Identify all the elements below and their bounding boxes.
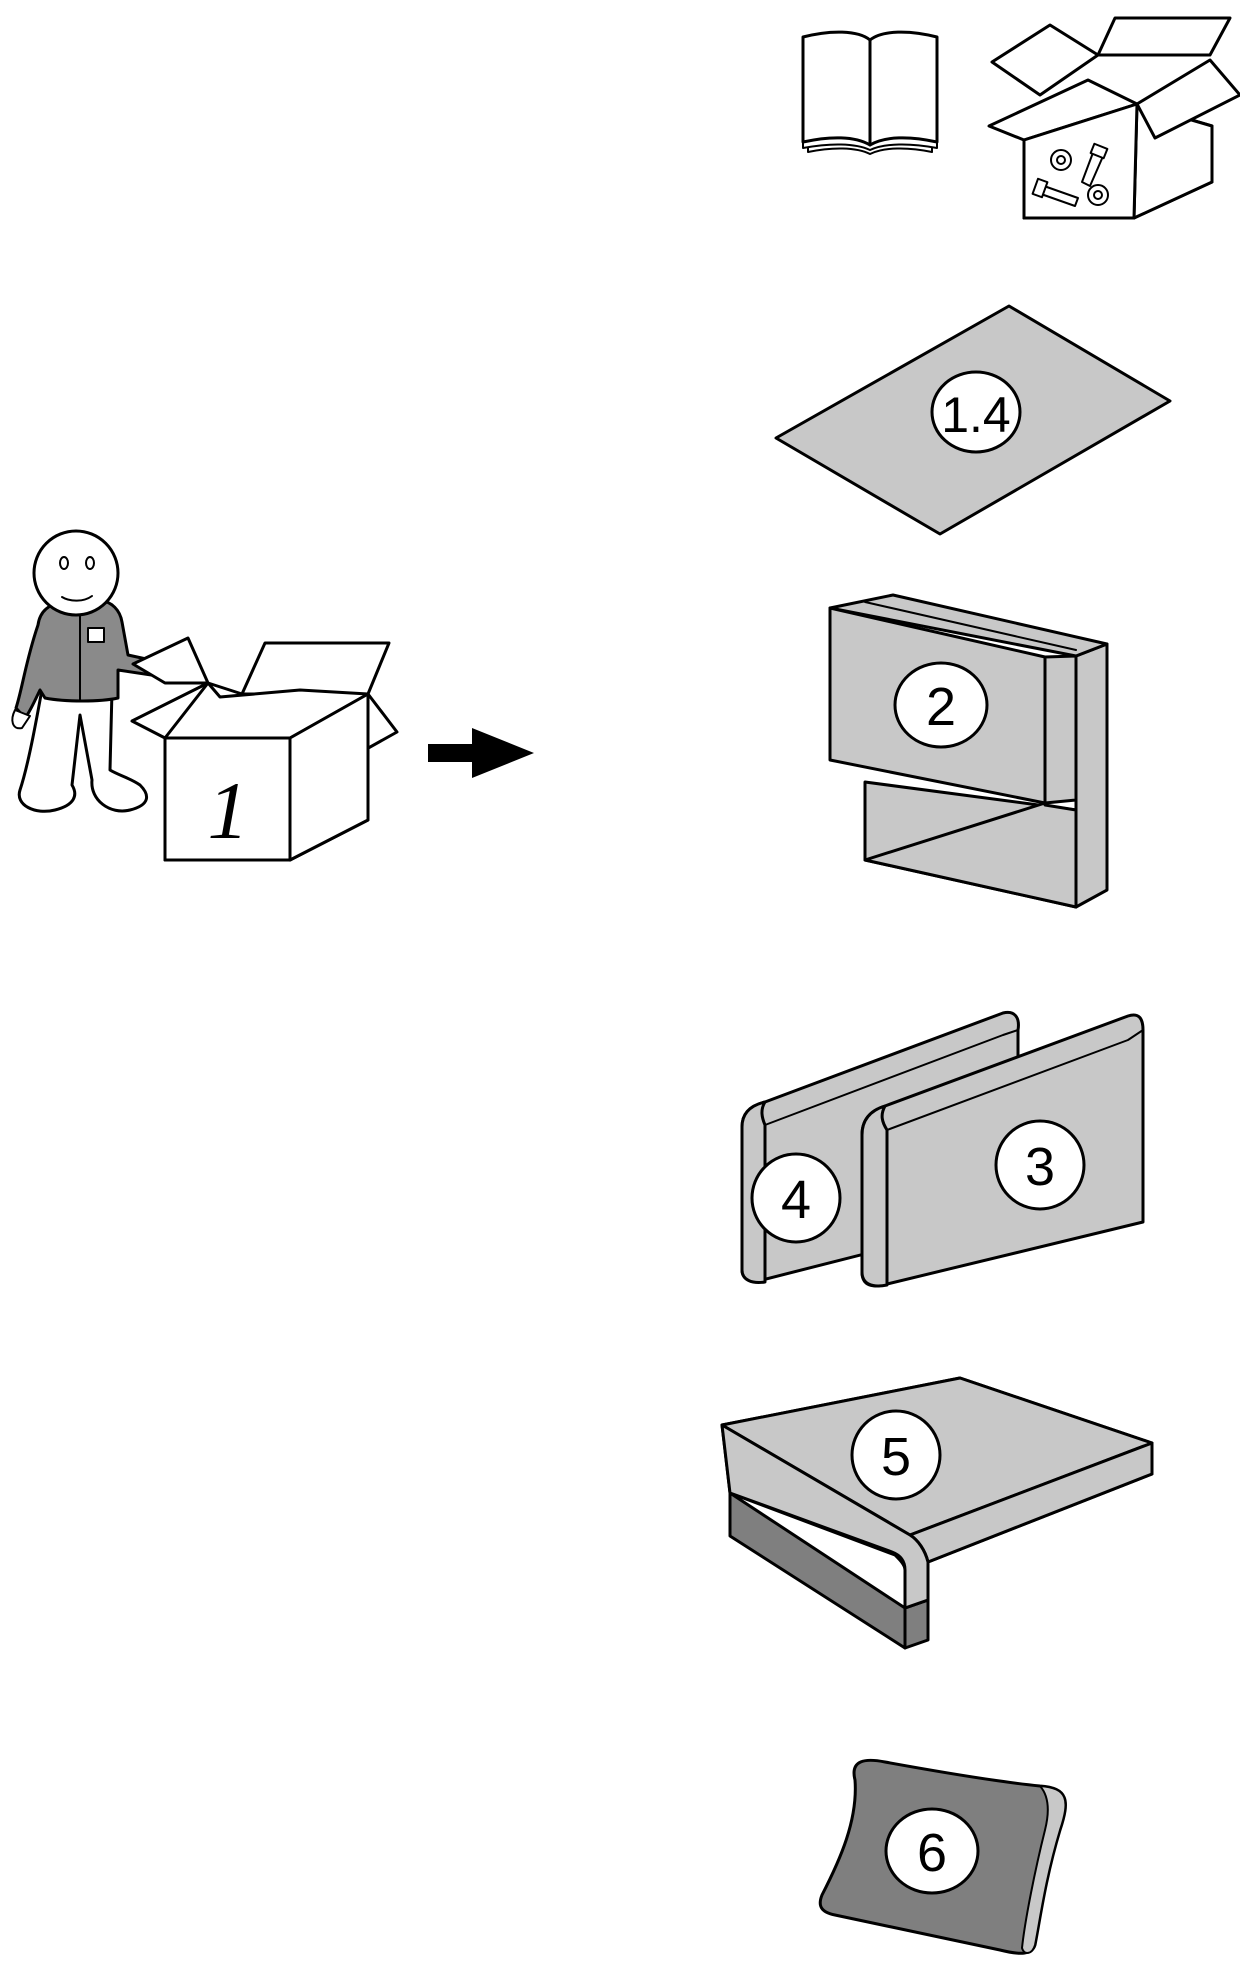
part-label-4: 4 (781, 1170, 811, 1230)
box-number-label: 1 (208, 765, 249, 856)
part-label-3: 3 (1025, 1137, 1055, 1197)
part-2: 2 (828, 593, 1109, 909)
part-1-4: 1.4 (774, 304, 1172, 536)
part-label-2: 2 (926, 677, 956, 737)
part-3: 3 (860, 1013, 1145, 1288)
part-label-1-4: 1.4 (941, 387, 1011, 443)
person-icon (11, 529, 176, 813)
part-5: 5 (720, 1376, 1154, 1650)
part-label-5: 5 (881, 1427, 911, 1487)
part-6: 6 (818, 1758, 1067, 1955)
part-label-6: 6 (917, 1823, 947, 1883)
arrow-right-icon (428, 728, 534, 778)
manual-book-icon (801, 30, 939, 155)
open-box-icon: 1 (130, 636, 399, 862)
hardware-box-icon (987, 16, 1240, 220)
